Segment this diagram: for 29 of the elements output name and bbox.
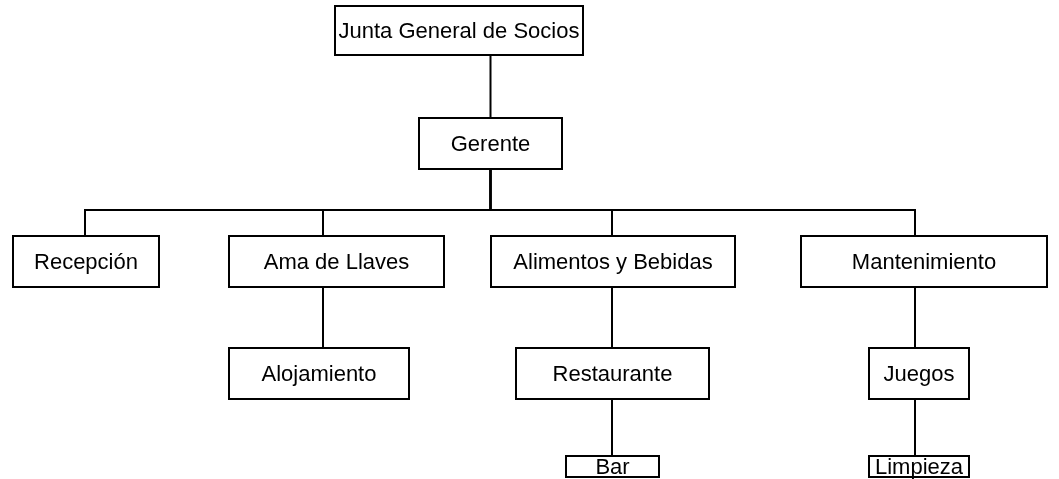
org-box <box>490 235 736 288</box>
connector-line <box>489 169 916 236</box>
org-box <box>418 117 563 170</box>
box-label: Alimentos y Bebidas <box>513 248 713 275</box>
box-label: Ama de Llaves <box>263 248 410 275</box>
box-label: Mantenimiento <box>851 248 997 275</box>
box-label: Junta General de Socios <box>338 17 580 44</box>
box-label: Restaurante <box>552 360 673 387</box>
box-label: Recepción <box>34 248 138 275</box>
box-label: Limpieza <box>874 453 963 479</box>
org-box <box>334 5 584 56</box>
org-box <box>515 347 710 400</box>
org-box <box>228 235 445 288</box>
connector-line <box>489 55 492 118</box>
box-label: Bar <box>595 453 630 479</box>
org-box <box>565 455 660 478</box>
box-label: Juegos <box>883 360 955 387</box>
connector-line <box>611 399 613 456</box>
org-box <box>800 235 1048 288</box>
org-box <box>868 455 970 478</box>
connector-line <box>611 287 613 348</box>
box-label: Alojamiento <box>261 360 377 387</box>
connector-line <box>914 399 916 456</box>
connector-line <box>914 287 916 348</box>
connector-line <box>322 287 324 348</box>
box-label: Gerente <box>450 130 531 157</box>
org-box <box>12 235 160 288</box>
org-box <box>228 347 410 400</box>
org-box <box>868 347 970 400</box>
